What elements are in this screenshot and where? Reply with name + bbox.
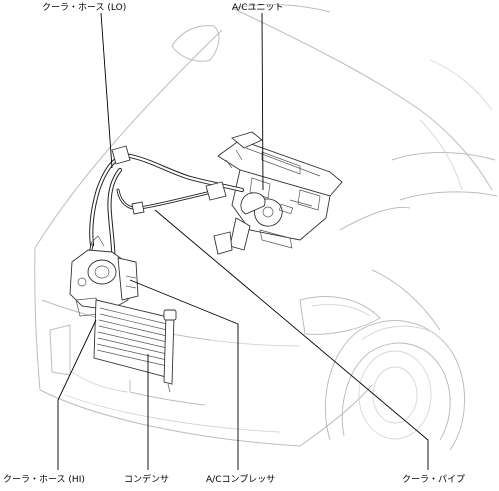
label-cooler-hose-hi: クーラ・ホース (HI) [3, 474, 85, 485]
label-condenser: コンデンサ [124, 473, 169, 485]
label-cooler-pipe: クーラ・パイプ [402, 474, 465, 485]
label-ac-unit: A/Cユニット [232, 3, 283, 13]
leader-ac-compressor [129, 279, 239, 470]
leader-lines [57, 12, 429, 470]
leader-cooler-pipe [154, 209, 429, 470]
leader-cooler-hose-lo [100, 12, 113, 169]
condenser-drawing [93, 299, 177, 393]
vehicle-outline [34, 4, 498, 451]
label-cooler-hose-lo: クーラ・ホース (LO) [42, 2, 126, 13]
label-ac-compressor: A/Cコンプレッサ [206, 474, 275, 485]
ac-unit-drawing [213, 131, 343, 255]
leader-ac-unit [261, 12, 264, 191]
leader-cooler-hose-hi [57, 319, 97, 470]
ac-compressor-drawing [69, 235, 139, 317]
